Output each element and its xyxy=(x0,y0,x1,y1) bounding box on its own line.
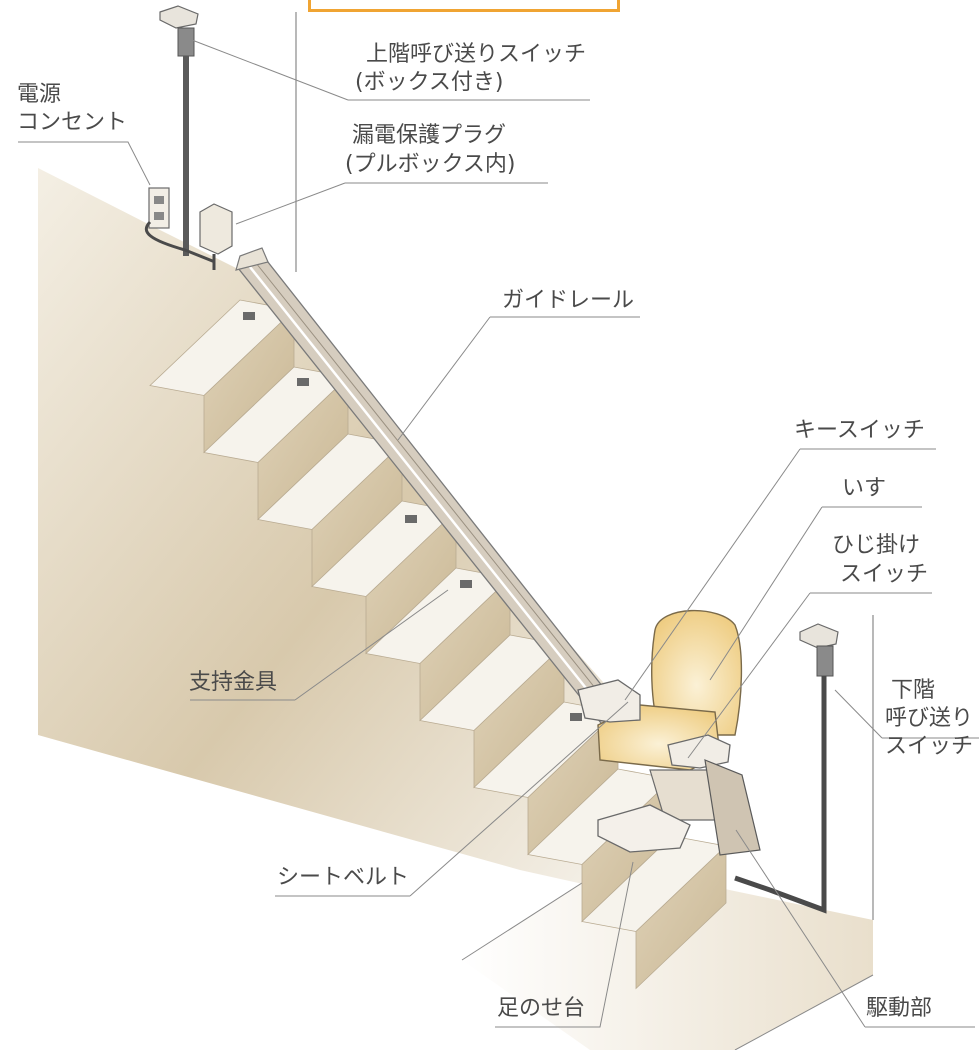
stair-riser xyxy=(635,845,727,990)
label-lower-1: 下階 xyxy=(891,678,936,703)
label-arm-switch-2: スイッチ xyxy=(840,562,929,587)
label-bracket: 支持金具 xyxy=(189,670,278,695)
label-drive: 駆動部 xyxy=(866,996,933,1021)
staircase xyxy=(149,299,727,990)
header-frame xyxy=(308,0,620,12)
support-brackets xyxy=(243,312,582,721)
label-arm-switch-1: ひじ掛け xyxy=(832,533,921,558)
label-seatbelt: シートベルト xyxy=(277,865,410,890)
pull-box xyxy=(199,203,233,270)
right-armrest xyxy=(667,734,731,769)
left-armrest xyxy=(577,679,641,723)
upper-call-switch xyxy=(159,5,199,256)
label-plug: 漏電保護プラグ xyxy=(352,123,507,148)
label-outlet: コンセント xyxy=(17,110,128,135)
label-power: 電源 xyxy=(17,82,62,107)
guide-rail xyxy=(235,247,626,729)
label-lower-2: 呼び送り xyxy=(885,706,974,731)
label-upper-switch-sub: (ボックス付き) xyxy=(355,70,504,95)
drive-unit xyxy=(704,759,761,856)
label-footrest: 足のせ台 xyxy=(497,996,586,1021)
stair-chair xyxy=(577,609,761,856)
power-outlet xyxy=(144,187,216,264)
label-lower-3: スイッチ xyxy=(885,734,974,759)
lower-call-switch xyxy=(734,623,839,914)
label-key-switch: キースイッチ xyxy=(794,418,925,443)
label-seat: いす xyxy=(842,476,887,501)
footrest xyxy=(597,804,691,853)
seat-back xyxy=(651,609,743,736)
label-plug-sub: (プルボックス内) xyxy=(345,152,516,177)
leader-lines xyxy=(18,39,979,1028)
label-guide-rail: ガイドレール xyxy=(502,288,635,313)
label-upper-switch: 上階呼び送りスイッチ xyxy=(366,42,587,67)
